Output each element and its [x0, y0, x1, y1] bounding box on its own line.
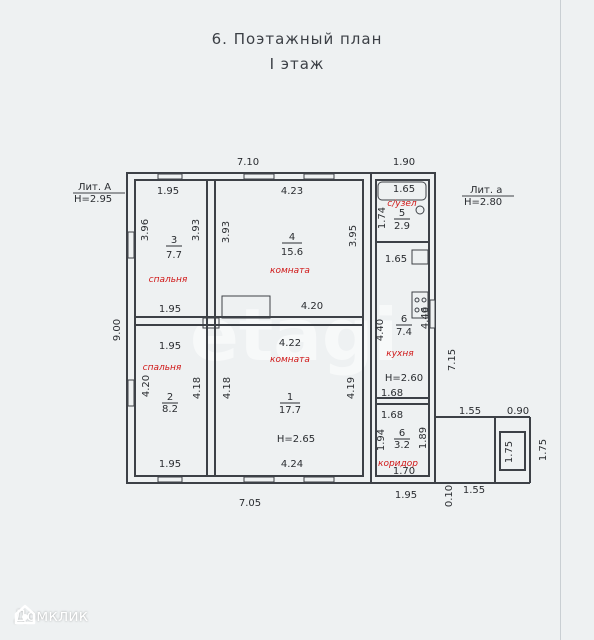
- c-bottom: 1.70: [393, 466, 415, 477]
- dim-porch-b2: 1.55: [463, 485, 485, 496]
- c-num: 6: [399, 428, 405, 439]
- window-7: [243, 476, 275, 483]
- r1-area: 17.7: [279, 405, 301, 416]
- dim-porch-w2: 0.90: [507, 406, 529, 417]
- burner-icon: [421, 297, 427, 303]
- r3-top: 1.95: [157, 186, 179, 197]
- dim-porch-side: 1.75: [538, 439, 549, 461]
- r2-label: спальня: [143, 363, 182, 373]
- r5-bottom: 1.65: [385, 254, 407, 265]
- k-bottom: 1.68: [381, 388, 403, 399]
- r2-top: 1.95: [159, 341, 181, 352]
- stove-block-icon: [221, 295, 271, 319]
- r5-area: 2.9: [394, 221, 410, 232]
- r3-area: 7.7: [166, 250, 182, 261]
- k-left: 4.40: [375, 319, 386, 341]
- r5-left: 1.74: [377, 207, 388, 229]
- toilet-icon: [415, 205, 425, 215]
- plan-title: 6. Поэтажный план: [211, 30, 383, 48]
- k-height: Н=2.60: [385, 373, 423, 384]
- dim-bottom-annex: 1.95: [395, 490, 417, 501]
- r3-label: спальня: [149, 275, 188, 285]
- r4-num: 4: [289, 232, 295, 243]
- r4-bottom: 4.20: [301, 301, 323, 312]
- k-num: 6: [401, 314, 407, 325]
- plan-floor: I этаж: [269, 55, 325, 73]
- burner-icon: [414, 297, 420, 303]
- window-6: [157, 476, 183, 483]
- burner-icon: [414, 307, 420, 313]
- r3-bottom: 1.95: [159, 304, 181, 315]
- annex-inner-wall: [375, 179, 430, 477]
- r5-label: с/узел: [387, 199, 417, 209]
- chimney-icon: [202, 317, 220, 329]
- c-right: 1.89: [418, 427, 429, 449]
- k-right: 4.46: [420, 307, 431, 329]
- dim-right-annex: 7.15: [447, 349, 458, 371]
- windows: [127, 173, 436, 483]
- lit-a-label: Лит. А: [78, 182, 111, 193]
- r4-right: 3.95: [348, 225, 359, 247]
- r2-num: 2: [167, 392, 173, 403]
- lit-a-small-label: Лит. а: [470, 185, 502, 196]
- k-label: кухня: [386, 349, 414, 359]
- dim-top-annex: 1.90: [393, 157, 415, 168]
- r2-left: 4.20: [141, 375, 152, 397]
- brand-logo: Домклик: [14, 603, 88, 627]
- r1-num: 1: [287, 392, 293, 403]
- dim-porch-b1: 0.10: [444, 485, 455, 507]
- c-area: 3.2: [394, 440, 410, 451]
- c-label: коридор: [378, 459, 418, 469]
- r2-area: 8.2: [162, 404, 178, 415]
- dim-top-main: 7.10: [237, 157, 259, 168]
- margin-line: [560, 0, 561, 640]
- r4-area: 15.6: [281, 247, 303, 258]
- r3-left: 3.96: [140, 219, 151, 241]
- r5-num: 5: [399, 208, 405, 219]
- k-area: 7.4: [396, 327, 412, 338]
- r3-right: 3.93: [191, 219, 202, 241]
- window-9: [429, 299, 436, 329]
- dim-porch-w1: 1.55: [459, 406, 481, 417]
- house-logo-icon: [14, 604, 36, 625]
- dim-left-total: 9.00: [112, 319, 123, 341]
- c-top: 1.68: [381, 410, 403, 421]
- window-4: [127, 231, 135, 259]
- dim-bottom-main: 7.05: [239, 498, 261, 509]
- r1-bottom: 4.24: [281, 459, 303, 470]
- r2-right: 4.18: [192, 377, 203, 399]
- r4-label: комната: [270, 266, 310, 276]
- burner-icon: [421, 307, 427, 313]
- walls: [126, 172, 531, 484]
- r4-top: 4.23: [281, 186, 303, 197]
- porch: [434, 416, 496, 484]
- r1-right: 4.19: [346, 377, 357, 399]
- lit-a-small-height: Н=2.80: [464, 197, 502, 208]
- r1-left: 4.18: [222, 377, 233, 399]
- window-8: [303, 476, 335, 483]
- porch-step: [499, 431, 526, 471]
- window-3: [303, 173, 335, 180]
- bathtub-icon: [377, 181, 427, 201]
- lit-a-height: Н=2.95: [74, 194, 112, 205]
- window-2: [243, 173, 275, 180]
- dim-porch-h: 1.75: [504, 441, 515, 463]
- main-inner-wall: [134, 179, 364, 477]
- sink-icon: [411, 249, 429, 265]
- brand-name: Домклик: [14, 605, 89, 625]
- r3-num: 3: [171, 235, 177, 246]
- r4-inner: 3.93: [221, 221, 232, 243]
- window-5: [127, 379, 135, 407]
- c-left: 1.94: [376, 429, 387, 451]
- r1-label: комната: [270, 355, 310, 365]
- window-1: [157, 173, 183, 180]
- r1-top: 4.22: [279, 338, 301, 349]
- r5-top: 1.65: [393, 184, 415, 195]
- stove-icon: [411, 291, 429, 319]
- r2-bottom: 1.95: [159, 459, 181, 470]
- fixtures: [202, 181, 429, 329]
- r1-height: Н=2.65: [277, 434, 315, 445]
